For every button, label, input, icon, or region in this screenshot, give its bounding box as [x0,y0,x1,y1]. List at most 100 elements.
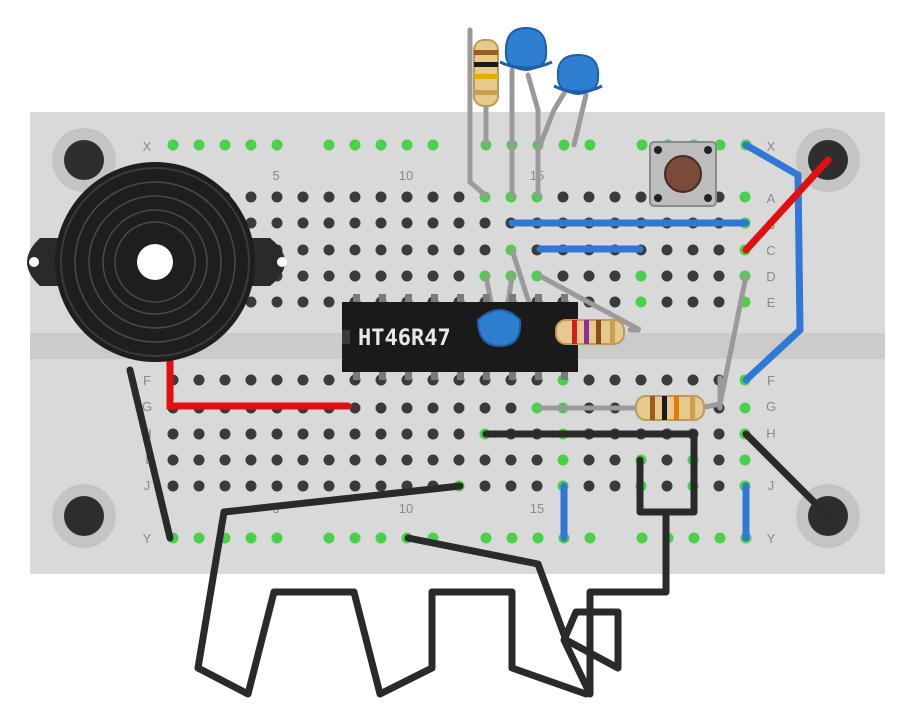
breadboard-hole [583,454,595,466]
breadboard-hole [609,454,621,466]
breadboard-hole [349,454,361,466]
row-label-left-J: J [144,478,151,493]
breadboard-hole [297,217,309,229]
power-rail-hole [349,139,361,151]
breadboard-hole [219,480,231,492]
breadboard-hole [583,374,595,386]
chip-pin [509,294,516,302]
power-rail-hole [688,532,700,544]
breadboard-hole [713,270,725,282]
power-rail-hole [636,532,648,544]
breadboard-hole [193,374,205,386]
chip-pin [457,372,464,380]
breadboard-hole [271,374,283,386]
breadboard-hole [375,454,387,466]
breadboard-hole [557,191,569,203]
power-rail-hole [714,532,726,544]
row-label-left-I: I [145,452,149,467]
breadboard-hole [583,270,595,282]
breadboard-hole [713,454,725,466]
breadboard-hole [375,402,387,414]
power-rail-hole [427,139,439,151]
breadboard-hole [323,191,335,203]
breadboard-hole [245,296,257,308]
breadboard-hole [635,270,647,282]
breadboard-hole [427,270,439,282]
resistor-top-left-lead [467,27,489,199]
breadboard-hole [635,374,647,386]
breadboard-hole [323,296,335,308]
power-rail-hole [584,139,596,151]
breadboard-hole [687,244,699,256]
breadboard-hole [609,374,621,386]
chip-pin [353,294,360,302]
breadboard-hole [401,191,413,203]
breadboard-hole [245,217,257,229]
row-label-right-E: E [767,295,776,310]
power-rail-hole [584,532,596,544]
breadboard-hole [245,191,257,203]
breadboard-hole [323,217,335,229]
breadboard-hole [297,480,309,492]
power-rail-hole [558,139,570,151]
ceramic-capacitor-top-1 [499,26,553,72]
chip-pin [483,372,490,380]
breadboard-hole [609,480,621,492]
row-label-right-H: H [766,426,775,441]
power-rail-hole [219,139,231,151]
black-wire-ground-right [742,430,832,520]
breadboard-hole [713,244,725,256]
ceramic-capacitor-mid [476,309,522,348]
breadboard-hole [505,402,517,414]
black-wire-zigzag [194,482,590,698]
breadboard-hole [661,244,673,256]
power-rail-hole [349,532,361,544]
breadboard-hole [323,454,335,466]
black-jumper-wires [194,430,832,698]
breadboard-hole [271,296,283,308]
breadboard-hole [505,480,517,492]
resistor-top [473,39,499,107]
breadboard-hole [401,217,413,229]
black-wire-i-row [636,456,670,516]
breadboard-hole [297,296,309,308]
row-label-right-F: F [767,373,775,388]
capacitor-2-lead-b [571,92,589,148]
power-rail-hole [401,139,413,151]
breadboard-hole [739,454,751,466]
breadboard-hole [427,454,439,466]
chip-pin [405,294,412,302]
power-rail-hole [375,139,387,151]
breadboard-hole [713,296,725,308]
breadboard-hole [245,454,257,466]
power-rail-hole [245,532,257,544]
breadboard-hole [167,480,179,492]
breadboard-hole [401,270,413,282]
breadboard-hole [453,270,465,282]
power-rail-hole [271,139,283,151]
breadboard-hole [297,454,309,466]
breadboard-hole [375,270,387,282]
red-wires [166,156,832,410]
power-rail-hole [167,139,179,151]
power-rail-hole [532,532,544,544]
power-rail-hole [375,532,387,544]
resistor-mid-lead-b [537,273,642,333]
power-rail-hole [271,532,283,544]
breadboard-hole [453,191,465,203]
breadboard-hole [349,428,361,440]
row-label-right-D: D [766,269,775,284]
breadboard-hole [583,191,595,203]
breadboard-hole [505,454,517,466]
breadboard-hole [193,428,205,440]
row-label-right-Y: Y [767,531,776,546]
breadboard-hole [661,270,673,282]
breadboard-hole [479,402,491,414]
breadboard-hole [479,244,491,256]
breadboard-hole [245,374,257,386]
breadboard-hole [557,454,569,466]
chip-pin [535,372,542,380]
breadboard-hole [349,402,361,414]
power-rail-hole [323,139,335,151]
breadboard-hole [531,402,543,414]
